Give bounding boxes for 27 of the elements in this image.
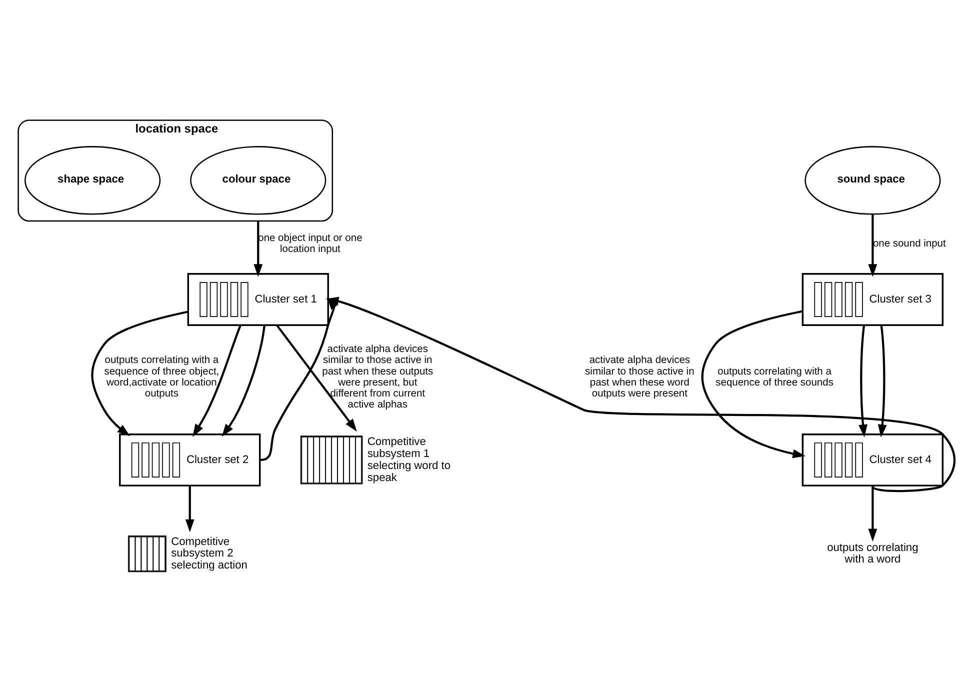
arrow: [878, 325, 887, 438]
node-text: outputs correlating with a word: [827, 542, 918, 566]
edge-label: activate alpha devices similar to those active in past when these outputs were present, but different from current active alphas: [322, 344, 434, 411]
arrow: [858, 325, 868, 438]
node-ellipse: sound space: [804, 146, 941, 215]
edge-label: outputs correlating with a sequence of three sounds: [716, 366, 834, 388]
node-box: Cluster set 2: [119, 433, 261, 486]
node-box: Cluster set 3: [802, 273, 944, 326]
arrow: [868, 486, 878, 542]
edge-label: one object input or one location input: [258, 233, 362, 256]
edge-label: activate alpha devices similar to those active in past when these word outputs were present: [585, 355, 694, 400]
arrow: [192, 324, 242, 437]
edge-label: outputs correlating with a sequence of three object, word,activate or location outputs: [104, 355, 220, 400]
node-box: Cluster set 4: [802, 433, 944, 486]
arrow: [185, 486, 194, 532]
node-ellipse: colour space: [190, 146, 326, 215]
arrow: [91, 310, 188, 436]
arrow: [254, 220, 263, 277]
edge-label: one sound input: [872, 238, 946, 250]
arrow: [701, 310, 806, 458]
arrow: [868, 214, 878, 277]
node-box: Cluster set 1: [187, 273, 329, 326]
node-ellipse: shape space: [24, 146, 161, 215]
node-label: Competitive subsystem 2 selecting action: [171, 536, 248, 572]
arrow: [276, 324, 357, 432]
arrow: [222, 325, 266, 437]
node-label: Competitive subsystem 1 selecting word to speak: [367, 436, 451, 484]
